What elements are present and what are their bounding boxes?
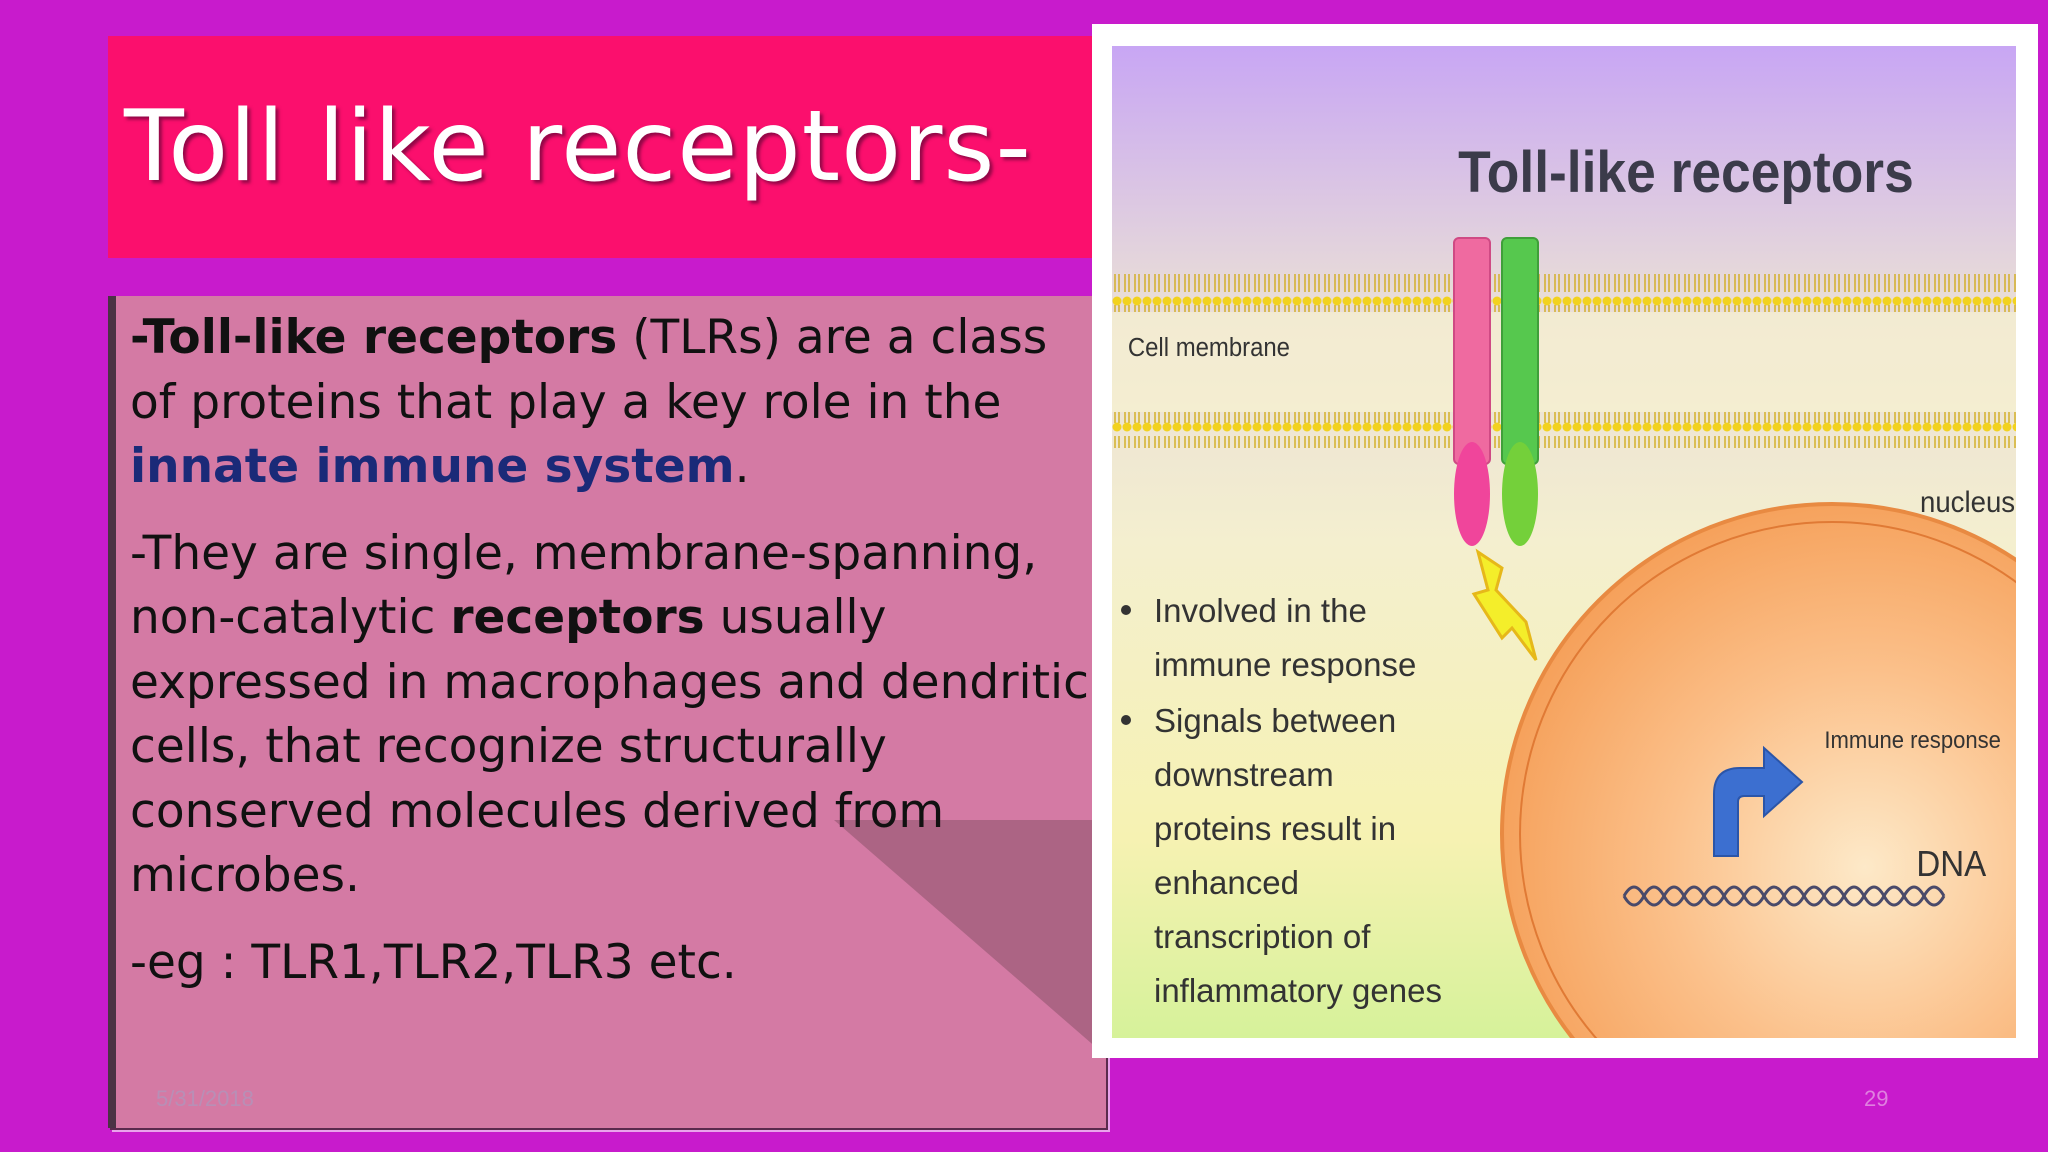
bullet-2-line-4: enhanced	[1154, 864, 1299, 901]
page-number: 29	[1864, 1086, 1889, 1111]
body-text: -Toll-like receptors (TLRs) are a class …	[130, 306, 1090, 1017]
immune-response-label: Immune response	[1824, 726, 2001, 753]
term-receptors: receptors	[450, 590, 705, 645]
cell-membrane	[1112, 274, 2016, 448]
bent-arrow-icon	[1713, 745, 1804, 857]
tlr-receptor-green	[1501, 237, 1539, 546]
bullet-2-line-2: downstream	[1154, 756, 1334, 793]
bullet-dot	[1121, 715, 1131, 725]
text-panel: -Toll-like receptors (TLRs) are a class …	[108, 296, 1106, 1128]
footer-date: 5/31/2018	[156, 1086, 254, 1111]
cell-membrane-label: Cell membrane	[1128, 333, 1290, 362]
term-tlr: -Toll-like receptors	[130, 310, 618, 365]
bullet-1-line-2: immune response	[1154, 646, 1416, 683]
bullet-2-line-5: transcription of	[1154, 918, 1371, 955]
signal-bolt-icon	[1471, 548, 1538, 661]
paragraph-3: -eg : TLR1,TLR2,TLR3 etc.	[130, 934, 737, 990]
figure-bullets: Involved in the immune response Signals …	[1121, 592, 1442, 1009]
dna-helix-icon	[1622, 885, 1946, 907]
bullet-1-line-1: Involved in the	[1154, 592, 1367, 629]
paragraph-1-text: (TLRs) are a class of proteins that play…	[130, 310, 1048, 430]
bullet-2-line-6: inflammatory genes	[1154, 972, 1442, 1009]
title-bar	[108, 36, 1096, 258]
paragraph-2-text-a: -They are single, membrane-spanning, non…	[130, 525, 1038, 646]
tlr-figure: Toll-like receptors Cell membrane nucleu…	[1092, 24, 2038, 1058]
dna-label: DNA	[1916, 845, 1986, 885]
paragraph-2-text-b: usually expressed in macrophages and den…	[130, 590, 1089, 903]
tlr-diagram: Toll-like receptors Cell membrane nucleu…	[1092, 24, 2038, 1058]
figure-title: Toll-like receptors	[1458, 140, 1914, 205]
tlr-receptor-pink	[1453, 237, 1491, 546]
paragraph-1: -Toll-like receptors (TLRs) are a class …	[130, 306, 1090, 500]
bullet-dot	[1121, 605, 1131, 615]
nucleus-label: nucleus	[1920, 486, 2015, 519]
bullet-2-line-1: Signals between	[1154, 702, 1396, 739]
bullet-2-line-3: proteins result in	[1154, 810, 1396, 847]
paragraph-2: -They are single, membrane-spanning, non…	[130, 522, 1090, 909]
paragraph-1-end: .	[734, 439, 750, 494]
slide-title: Toll like receptors-	[124, 90, 1032, 204]
panel-shadow-decoration	[834, 820, 1106, 1056]
innate-immune-system-highlight: innate immune system	[130, 439, 735, 494]
